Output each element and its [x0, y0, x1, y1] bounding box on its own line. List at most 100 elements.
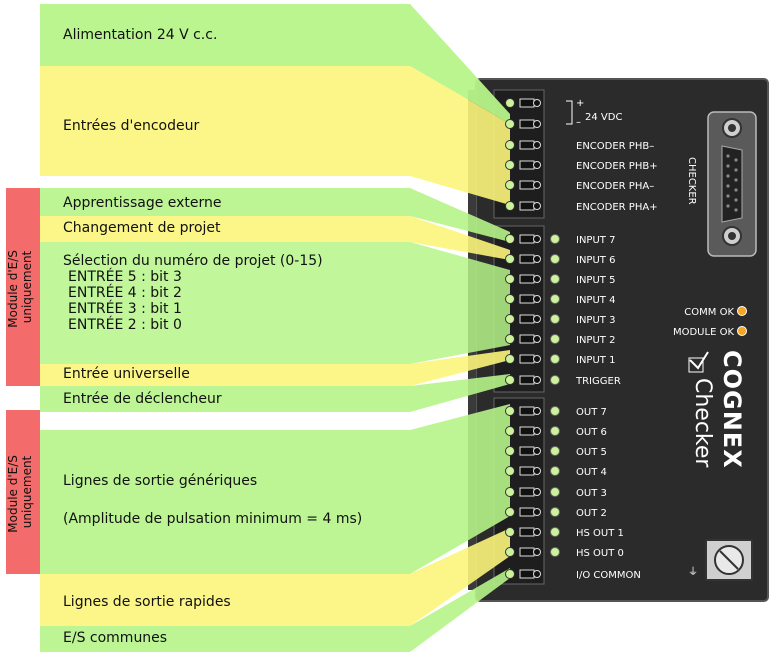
output-led — [550, 547, 560, 557]
output-led — [550, 507, 560, 517]
encoder-pin-label: ENCODER PHA– — [576, 181, 654, 192]
input-led — [550, 354, 560, 364]
output-pin-label: OUT 3 — [576, 488, 607, 499]
input-led — [550, 234, 560, 244]
power-terminal-labels: + – 24 VDC — [566, 98, 622, 128]
encoder-pin-label: ENCODER PHA+ — [576, 202, 658, 213]
encoder-pin — [505, 201, 541, 211]
output-led — [550, 527, 560, 537]
label-job-select-bit2: ENTRÉE 4 : bit 2 — [68, 284, 182, 301]
output-led — [550, 487, 560, 497]
callout-labels: Alimentation 24 V c.c. Entrées d'encodeu… — [63, 27, 362, 646]
output-pin — [505, 547, 541, 557]
callout-trigger — [40, 374, 510, 412]
callout-teach — [40, 188, 510, 242]
input-pin-label: INPUT 2 — [576, 335, 615, 346]
ground-symbol-icon: ⏚ — [688, 566, 698, 578]
side-tag-top: Module d'E/S uniquement — [6, 188, 40, 386]
power-pin — [505, 119, 541, 129]
input-pin-label: INPUT 5 — [576, 275, 615, 286]
encoder-pin — [505, 160, 541, 170]
output-pin-label: I/O COMMON — [576, 570, 641, 581]
output-pin-label: OUT 6 — [576, 427, 607, 438]
output-led — [550, 406, 560, 416]
label-universal-input: Entrée universelle — [63, 366, 190, 382]
output-pin — [505, 426, 541, 436]
module-ok-label: MODULE OK — [673, 327, 734, 338]
comm-ok-led — [737, 306, 747, 316]
input-pin-label: INPUT 6 — [576, 255, 615, 266]
svg-text:Module d'E/S uniquement: Module d'E/S uniquement — [6, 451, 34, 532]
callout-power — [40, 4, 510, 124]
label-job-select-bit3: ENTRÉE 5 : bit 3 — [68, 268, 182, 285]
side-tag-bottom: Module d'E/S uniquement — [6, 410, 40, 574]
svg-text:Module d'E/S uniquement: Module d'E/S uniquement — [6, 246, 34, 327]
encoder-pin-label: ENCODER PHB– — [576, 141, 654, 152]
output-pin — [505, 446, 541, 456]
label-pulse-width: (Amplitude de pulsation minimum = 4 ms) — [63, 511, 362, 527]
callout-job-select — [40, 242, 510, 364]
checker-port-label: CHECKER — [686, 157, 697, 205]
comm-ok-label: COMM OK — [684, 307, 734, 318]
callout-generic-outputs — [40, 404, 510, 574]
output-pin-label: OUT 4 — [576, 467, 607, 478]
input-pin — [505, 274, 541, 284]
input-led — [550, 294, 560, 304]
input-pin-label: INPUT 7 — [576, 235, 615, 246]
input-pin — [505, 314, 541, 324]
label-job-select-title: Sélection du numéro de projet (0-15) — [63, 253, 323, 269]
output-pin — [505, 466, 541, 476]
input-pin — [505, 375, 541, 385]
brand-logo: COGNEX — [718, 350, 746, 469]
power-plus: + — [576, 98, 584, 109]
encoder-pin-label: ENCODER PHB+ — [576, 161, 658, 172]
output-pin — [505, 569, 541, 579]
input-led — [550, 254, 560, 264]
status-leds: COMM OK MODULE OK — [673, 306, 747, 338]
input-pin — [505, 354, 541, 364]
input-pin — [505, 334, 541, 344]
output-led — [550, 466, 560, 476]
power-pin — [505, 98, 541, 108]
input-pin — [505, 294, 541, 304]
callout-encoder — [40, 66, 510, 205]
output-pin — [505, 487, 541, 497]
label-common: E/S communes — [63, 630, 167, 646]
output-led — [550, 446, 560, 456]
input-pin — [505, 254, 541, 264]
label-generic-outputs: Lignes de sortie génériques — [63, 473, 257, 489]
output-pin-label: HS OUT 0 — [576, 548, 624, 559]
encoder-pin — [505, 180, 541, 190]
side-tag-bottom-line2: uniquement — [20, 455, 34, 528]
label-job-select-bit0: ENTRÉE 2 : bit 0 — [68, 316, 182, 333]
output-pin-label: OUT 5 — [576, 447, 607, 458]
input-led — [550, 375, 560, 385]
input-led — [550, 274, 560, 284]
check-mark-icon — [689, 351, 709, 370]
power-minus: – — [576, 117, 581, 128]
side-tag-top-line1: Module d'E/S — [6, 250, 20, 328]
callout-shapes — [40, 4, 510, 652]
input-pin-label: INPUT 1 — [576, 355, 615, 366]
module-ok-led — [737, 326, 747, 336]
checker-port: CHECKER — [686, 111, 757, 257]
output-pin — [505, 527, 541, 537]
callout-job-change — [40, 216, 510, 260]
input-pin — [505, 234, 541, 244]
label-job-change: Changement de projet — [63, 220, 221, 236]
label-trigger-input: Entrée de déclencheur — [63, 391, 222, 407]
product-name: Checker — [690, 378, 715, 468]
output-led — [550, 426, 560, 436]
label-teach: Apprentissage externe — [63, 195, 222, 211]
output-pin — [505, 406, 541, 416]
output-pin-label: HS OUT 1 — [576, 528, 624, 539]
output-pin-label: OUT 2 — [576, 508, 607, 519]
ground-terminal: ⏚ — [688, 539, 753, 581]
terminal-pins — [505, 98, 560, 579]
branding: COGNEX Checker — [688, 350, 746, 469]
output-pin-label: OUT 7 — [576, 407, 607, 418]
callout-universal-input — [40, 350, 510, 386]
input-pin-label: INPUT 4 — [576, 295, 615, 306]
callout-common — [40, 568, 510, 652]
